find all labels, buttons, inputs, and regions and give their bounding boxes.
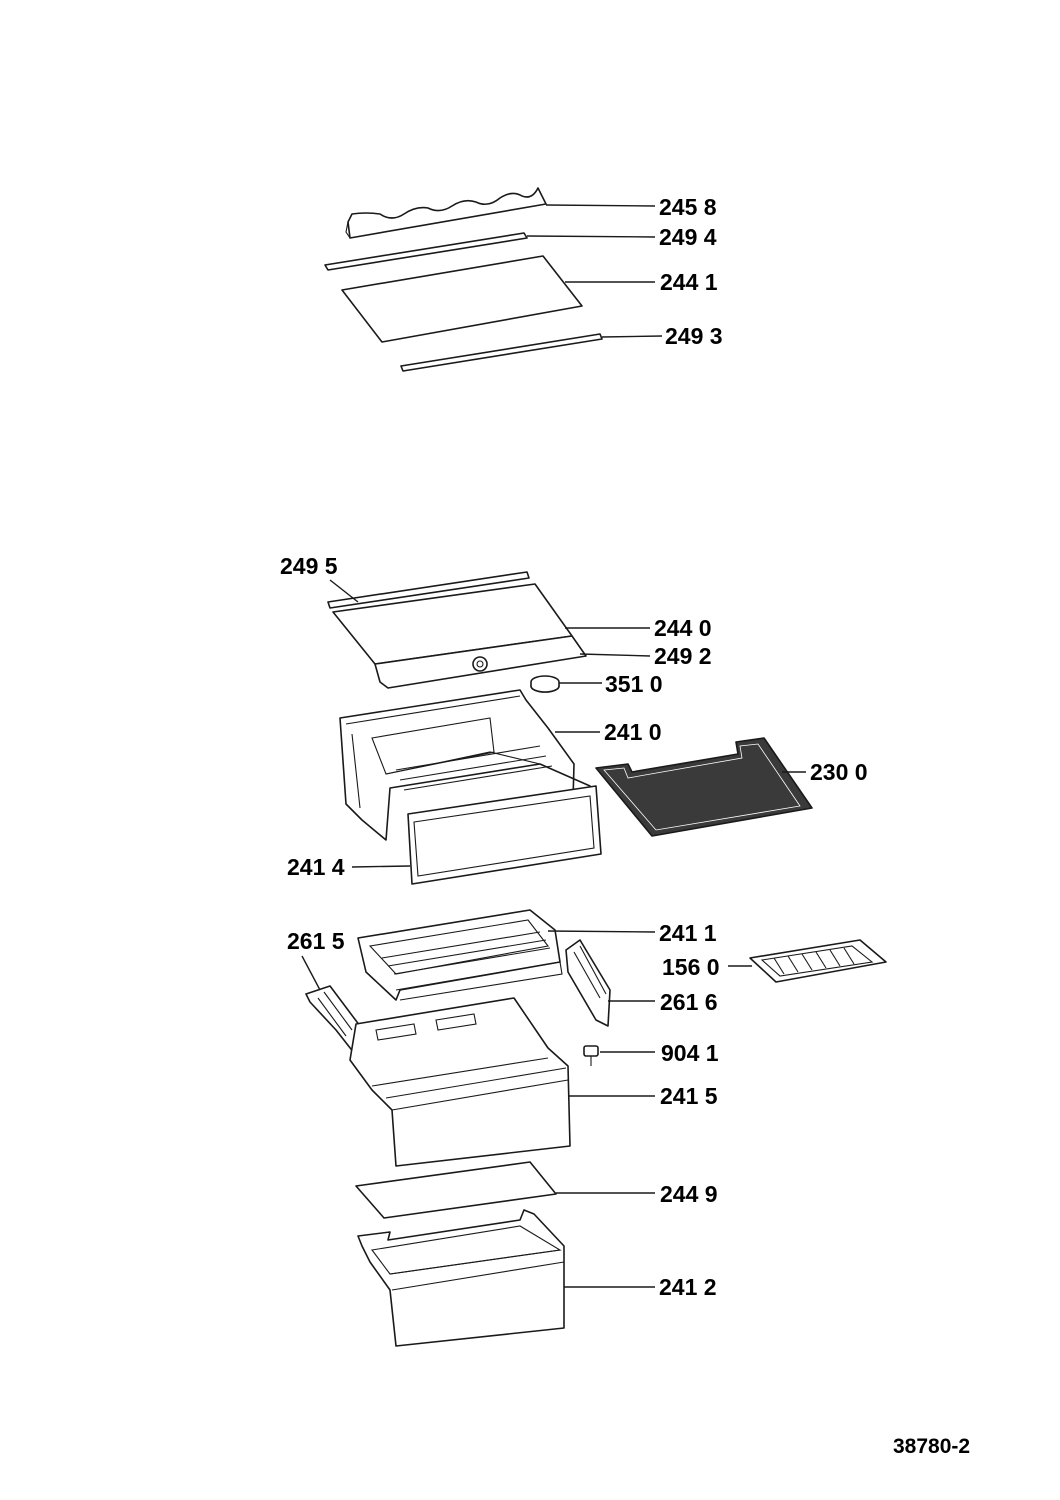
part-2300-grid-mat <box>595 737 813 837</box>
part-2415-freezer-drawer <box>349 997 571 1167</box>
part-2616-right-runner <box>565 939 611 1027</box>
part-2495-rail <box>327 571 530 609</box>
leader-2458 <box>545 204 656 207</box>
part-2441-glass-shelf <box>341 255 583 343</box>
callout-9041: 904 1 <box>661 1040 719 1066</box>
part-2412-lower-drawer <box>357 1209 565 1347</box>
callout-2440: 244 0 <box>654 615 712 641</box>
callout-2415: 241 5 <box>660 1083 718 1109</box>
leader-2411 <box>547 930 656 933</box>
part-2494-rail <box>324 232 528 271</box>
callout-2410: 241 0 <box>604 719 662 745</box>
drawing-reference: 38780-2 <box>893 1435 970 1458</box>
part-2449-flat-plate <box>355 1161 557 1219</box>
callout-2449: 244 9 <box>660 1181 718 1207</box>
part-3510-puck <box>530 675 560 693</box>
part-9041-screw <box>583 1045 599 1066</box>
leader-2495 <box>329 579 359 603</box>
callout-2492: 249 2 <box>654 643 712 669</box>
callout-2494: 249 4 <box>659 224 717 250</box>
callout-2493: 249 3 <box>665 323 723 349</box>
leader-2414 <box>351 865 411 868</box>
callout-2495: 249 5 <box>280 553 338 579</box>
callout-2615: 261 5 <box>287 928 345 954</box>
callout-2458: 245 8 <box>659 194 717 220</box>
callout-2300: 230 0 <box>810 759 868 785</box>
callout-2441: 244 1 <box>660 269 718 295</box>
callout-1560: 156 0 <box>662 954 720 980</box>
callout-2411: 241 1 <box>659 920 717 946</box>
leader-2494 <box>526 235 656 238</box>
leader-2493 <box>601 335 663 338</box>
part-2414-front-panel <box>407 785 602 885</box>
part-2411-basket <box>357 909 563 1001</box>
part-2458-wavy-trim <box>345 187 547 239</box>
leader-2615 <box>301 955 321 991</box>
callout-2414: 241 4 <box>287 854 345 880</box>
part-2493-rail <box>400 333 603 372</box>
callout-2616: 261 6 <box>660 989 718 1015</box>
callout-3510: 351 0 <box>605 671 663 697</box>
part-1560-ice-tray <box>749 939 887 983</box>
part-2410-crisper-drawer <box>339 689 591 841</box>
callout-2412: 241 2 <box>659 1274 717 1300</box>
leader-2492 <box>579 653 651 657</box>
part-2492-front-trim <box>374 635 587 689</box>
